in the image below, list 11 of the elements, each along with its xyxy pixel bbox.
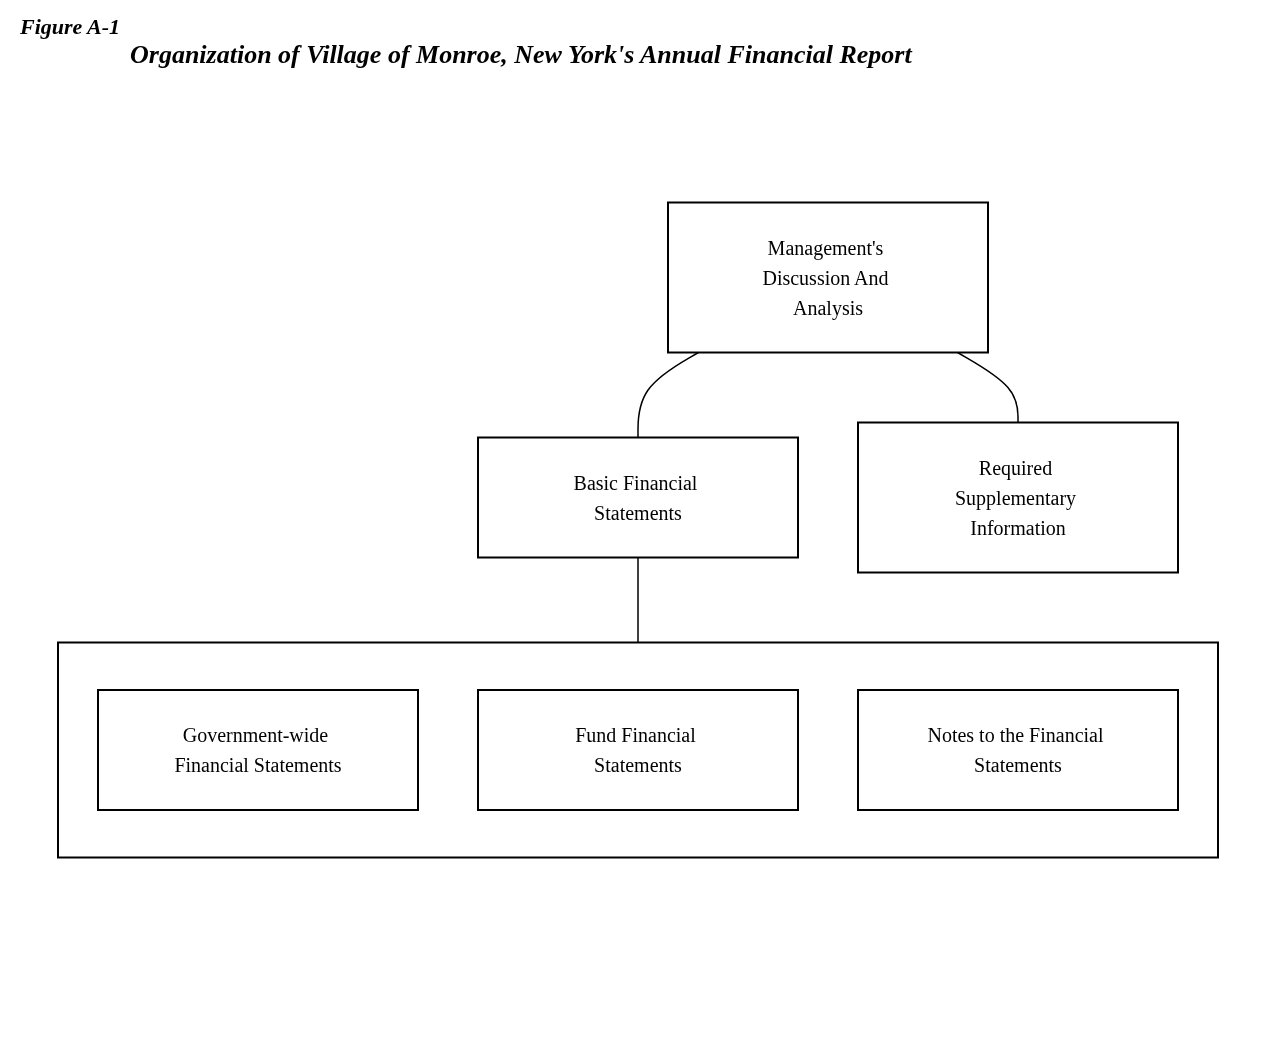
diagram-title: Organization of Village of Monroe, New York's Annual Financial Report — [130, 40, 914, 70]
node-box: Fund Financial Statements — [477, 689, 799, 811]
node-box: Management's Discussion And Analysis — [667, 201, 989, 354]
figure-number: Figure A-1 — [20, 14, 122, 40]
node-box: Government-wide Financial Statements — [97, 689, 419, 811]
connector — [637, 556, 639, 644]
connector — [956, 351, 1019, 424]
node-box: Basic Financial Statements — [477, 436, 799, 559]
node-box: Required Supplementary Information — [857, 421, 1179, 574]
cluster — [57, 641, 1219, 859]
node-box: Notes to the Financial Statements — [857, 689, 1179, 811]
